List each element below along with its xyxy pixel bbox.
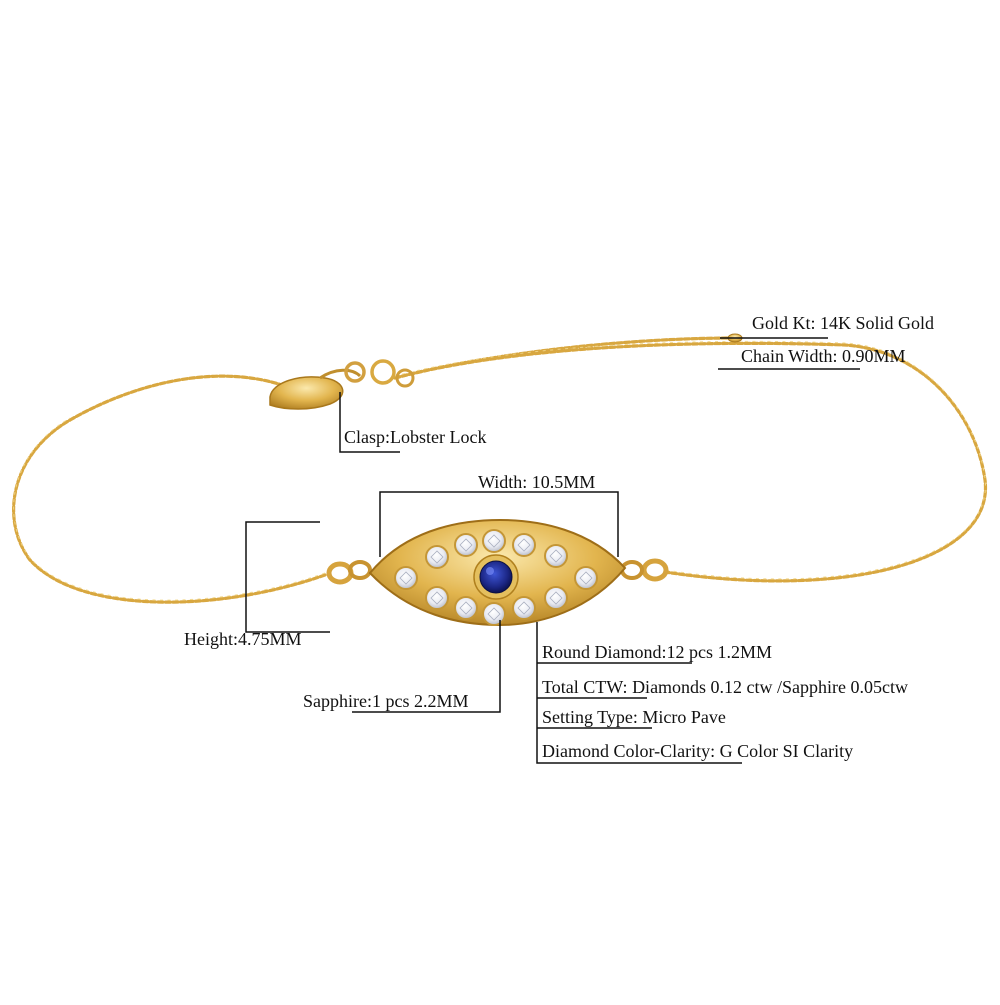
diamond-facet [549, 591, 563, 605]
setting-type-label: Setting Type: Micro Pave [542, 707, 726, 727]
diamond-stone [425, 545, 449, 569]
diamond-stone [454, 533, 478, 557]
diamond-facet [579, 571, 593, 585]
diamond-facet [487, 607, 501, 621]
clasp-leader [339, 392, 400, 453]
diamond-stone [544, 586, 568, 610]
sapphire-key: Sapphire: [303, 691, 372, 711]
connector-right [620, 558, 669, 582]
sapphire-leader [352, 620, 501, 713]
height-key: Height: [184, 629, 238, 649]
total-ctw-label: Total CTW: Diamonds 0.12 ctw /Sapphire 0… [542, 677, 908, 697]
width-key: Width: [478, 472, 528, 492]
diamond-facet [487, 534, 501, 548]
sapphire-stone [473, 554, 519, 600]
setting-type-key: Setting Type: [542, 707, 638, 727]
diamond-stone [394, 566, 418, 590]
chain-left-lower [12, 418, 327, 604]
diamond-stone [512, 596, 536, 620]
diamond-facet [430, 591, 444, 605]
total-ctw-key: Total CTW: [542, 677, 628, 697]
total-ctw-value: Diamonds 0.12 ctw /Sapphire 0.05ctw [632, 677, 909, 697]
chain-width-label: Chain Width: 0.90MM [741, 346, 905, 366]
diamond-stone [482, 602, 506, 626]
diamond-stone [425, 586, 449, 610]
diamond-facet [517, 601, 531, 615]
diamond-facet [399, 571, 413, 585]
diamond-facet [459, 601, 473, 615]
evil-eye-pendant [368, 518, 627, 627]
round-diamond-label: Round Diamond:12 pcs 1.2MM [542, 642, 772, 662]
clasp-label: Clasp:Lobster Lock [344, 427, 486, 447]
clasp-value: Lobster Lock [390, 427, 487, 447]
connector-left [326, 560, 372, 585]
round-diamond-key: Round Diamond: [542, 642, 667, 662]
annotation-lines [245, 337, 860, 764]
width-value: 10.5MM [531, 472, 596, 492]
height-value: 4.75MM [238, 629, 302, 649]
sapphire-value: 1 pcs 2.2MM [372, 691, 469, 711]
diamond-facet [430, 550, 444, 564]
diamond-color-clarity-label: Diamond Color-Clarity: G Color SI Clarit… [542, 741, 853, 761]
diamond-stone [544, 544, 568, 568]
diamond-facet [549, 549, 563, 563]
diamond-stones [394, 529, 598, 626]
diamond-stone [482, 529, 506, 553]
height-bracket [245, 521, 330, 633]
width-bracket [379, 491, 619, 557]
chain-upper-right [393, 341, 987, 583]
chain [12, 336, 987, 604]
width-label: Width: 10.5MM [478, 472, 595, 492]
gold-kt-key: Gold Kt: [752, 313, 816, 333]
diamond-facet [517, 538, 531, 552]
clasp-key: Clasp: [344, 427, 391, 447]
setting-type-value: Micro Pave [642, 707, 726, 727]
diamond-stone [512, 533, 536, 557]
diamond-stone [454, 596, 478, 620]
chain-width-value: 0.90MM [841, 346, 906, 366]
lobster-clasp [269, 359, 415, 410]
chain-upper-back [68, 374, 302, 422]
diamond-stone [574, 566, 598, 590]
chain-width-key: Chain Width: [741, 346, 838, 366]
diamond-color-clarity-key: Diamond Color-Clarity: [542, 741, 716, 761]
height-label: Height:4.75MM [184, 629, 302, 649]
chain-tail [393, 336, 737, 380]
diamond-facet [459, 538, 473, 552]
sapphire-label: Sapphire:1 pcs 2.2MM [303, 691, 469, 711]
gold-kt-label: Gold Kt: 14K Solid Gold [752, 313, 934, 333]
gold-kt-value: 14K Solid Gold [820, 313, 935, 333]
diamond-leader [536, 622, 742, 764]
round-diamond-value: 12 pcs 1.2MM [666, 642, 773, 662]
diamond-color-clarity-value: G Color SI Clarity [719, 741, 854, 761]
